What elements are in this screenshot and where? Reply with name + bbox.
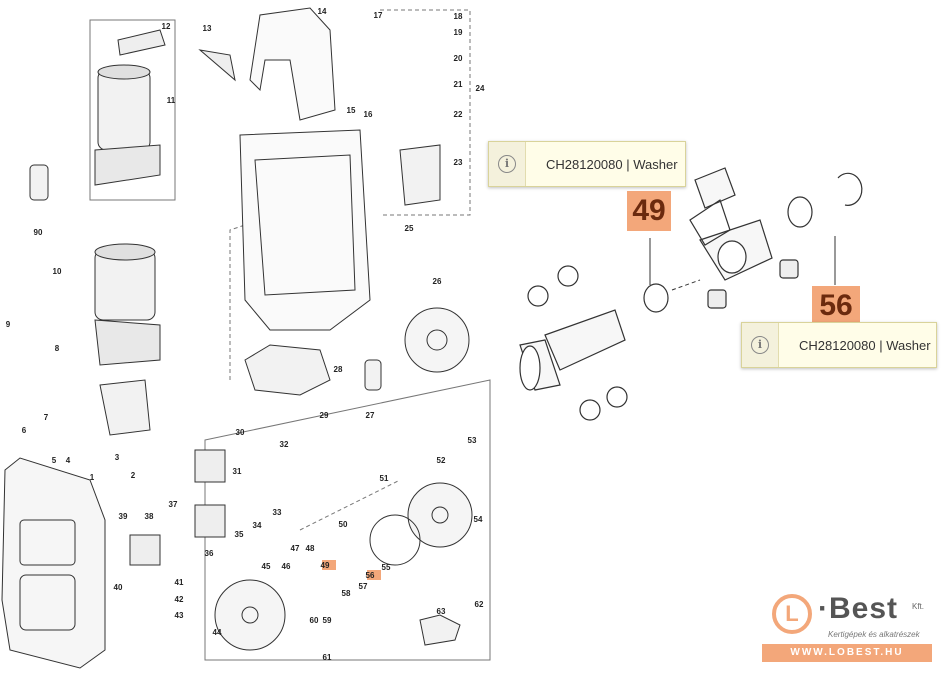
part-label-33: 33 — [273, 508, 282, 517]
part-label-11: 11 — [167, 96, 176, 105]
part-label-29: 29 — [320, 411, 329, 420]
logo-brand: ·Best — [818, 592, 899, 625]
part-label-31: 31 — [233, 467, 242, 476]
part-label-37: 37 — [169, 500, 178, 509]
part-label-39: 39 — [119, 512, 128, 521]
logo-tagline: Kertigépek és alkatrészek — [828, 630, 920, 639]
part-label-56[interactable]: 56 — [366, 571, 375, 580]
tooltip-49: i CH28120080 | Washer — [488, 141, 686, 187]
part-label-19: 19 — [454, 28, 463, 37]
part-label-23: 23 — [454, 158, 463, 167]
part-label-24: 24 — [476, 84, 485, 93]
part-label-15: 15 — [347, 106, 356, 115]
part-label-9: 9 — [6, 320, 11, 329]
part-label-18: 18 — [454, 12, 463, 21]
lobest-logo: L ·Best Kft. Kertigépek és alkatrészek W… — [762, 590, 932, 664]
part-label-8: 8 — [55, 344, 60, 353]
part-label-62: 62 — [475, 600, 484, 609]
tooltip-56: i CH28120080 | Washer — [741, 322, 937, 368]
part-label-21: 21 — [454, 80, 463, 89]
part-label-16: 16 — [364, 110, 373, 119]
part-label-60: 60 — [310, 616, 319, 625]
part-label-7: 7 — [44, 413, 49, 422]
part-label-58: 58 — [342, 589, 351, 598]
part-label-22: 22 — [454, 110, 463, 119]
part-label-40: 40 — [114, 583, 123, 592]
part-label-44: 44 — [213, 628, 222, 637]
part-label-41: 41 — [175, 578, 184, 587]
info-icon: i — [489, 142, 526, 186]
part-label-2: 2 — [131, 471, 136, 480]
part-label-42: 42 — [175, 595, 184, 604]
part-label-38: 38 — [145, 512, 154, 521]
callout-number-49[interactable]: 49 — [627, 191, 671, 231]
part-label-20: 20 — [454, 54, 463, 63]
part-label-25: 25 — [405, 224, 414, 233]
logo-url: WWW.LOBEST.HU — [762, 644, 932, 662]
part-label-30: 30 — [236, 428, 245, 437]
part-label-14: 14 — [318, 7, 327, 16]
part-label-63: 63 — [437, 607, 446, 616]
part-label-45: 45 — [262, 562, 271, 571]
part-label-47: 47 — [291, 544, 300, 553]
part-label-34: 34 — [253, 521, 262, 530]
part-label-43: 43 — [175, 611, 184, 620]
part-label-51: 51 — [380, 474, 389, 483]
part-label-61: 61 — [323, 653, 332, 662]
part-label-55: 55 — [382, 563, 391, 572]
part-label-12: 12 — [162, 22, 171, 31]
part-label-36: 36 — [205, 549, 214, 558]
part-label-3: 3 — [115, 453, 120, 462]
callout-number-56[interactable]: 56 — [812, 286, 860, 326]
part-label-54: 54 — [474, 515, 483, 524]
part-label-90: 90 — [34, 228, 43, 237]
part-label-5: 5 — [52, 456, 57, 465]
part-label-49[interactable]: 49 — [321, 561, 330, 570]
tooltip-text: CH28120080 | Washer — [546, 156, 678, 172]
tooltip-text: CH28120080 | Washer — [799, 337, 931, 353]
part-label-35: 35 — [235, 530, 244, 539]
part-label-10: 10 — [53, 267, 62, 276]
part-label-46: 46 — [282, 562, 291, 571]
logo-suffix: Kft. — [912, 602, 925, 611]
part-label-1: 1 — [90, 473, 95, 482]
part-label-57: 57 — [359, 582, 368, 591]
part-label-6: 6 — [22, 426, 27, 435]
info-icon: i — [742, 323, 779, 367]
part-label-17: 17 — [374, 11, 383, 20]
logo-badge: L — [772, 594, 812, 634]
part-label-59: 59 — [323, 616, 332, 625]
part-label-4: 4 — [66, 456, 71, 465]
part-label-28: 28 — [334, 365, 343, 374]
part-label-52: 52 — [437, 456, 446, 465]
part-label-27: 27 — [366, 411, 375, 420]
part-label-53: 53 — [468, 436, 477, 445]
part-label-32: 32 — [280, 440, 289, 449]
part-label-13: 13 — [203, 24, 212, 33]
part-label-26: 26 — [433, 277, 442, 286]
part-label-50: 50 — [339, 520, 348, 529]
part-label-48: 48 — [306, 544, 315, 553]
